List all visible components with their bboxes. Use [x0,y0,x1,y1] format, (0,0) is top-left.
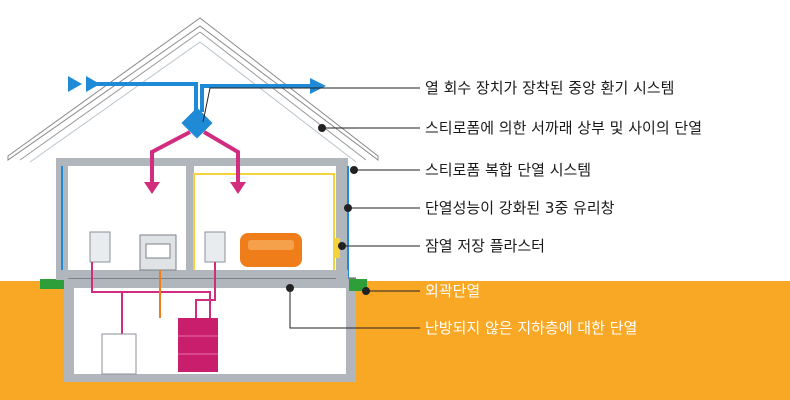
heating-pipe-1 [91,262,211,318]
exhaust-arrow-head [310,78,326,94]
right-wall [336,158,348,280]
duct-right-head [230,182,246,194]
inlet-arrow-head [68,76,82,92]
perimeter-insulation-left [40,279,64,289]
sofa-cushion [248,240,294,250]
label-central-ventilation: 열 회수 장치가 장착된 중앙 환기 시스템 [425,79,675,97]
roof-insulation-left [29,41,201,163]
stove-window [145,243,171,259]
heating-pipe-2 [195,262,216,318]
exhaust-air-duct [200,84,310,112]
water-tank [101,333,137,375]
partition-wall [186,166,194,278]
leader-dot-4 [344,204,352,212]
leader-dot-2 [318,124,326,132]
radiator-middle [204,231,226,263]
plaster-marker [334,238,340,258]
leader-dot-7 [286,284,294,292]
ventilation-duct-left [150,130,191,186]
radiator-left [89,231,111,263]
boiler [178,318,218,372]
roof-inner-right [199,31,367,161]
attic-floor [56,158,348,166]
supply-air-duct [86,82,198,112]
duct-left-head [144,182,160,194]
label-rafter-insulation: 스티로폼에 의한 서까래 상부 및 사이의 단열 [425,119,703,137]
label-latent-heat-plaster: 잠열 저장 플라스터 [425,237,545,255]
leader-line-7 [289,288,420,329]
leader-dot-6 [362,287,370,295]
label-perimeter-insulation: 외곽단열 [425,282,481,300]
leader-dot-5 [338,242,346,250]
ground-floor-slab [56,270,348,278]
roof-inner-left [19,31,201,161]
ventilation-duct-right [202,130,240,186]
perimeter-insulation-right [349,279,367,291]
label-basement-insulation: 난방되지 않은 지하층에 대한 단열 [425,319,638,337]
label-triple-glazing: 단열성능이 강화된 3중 유리창 [425,199,615,217]
roof-outer [7,17,379,162]
supply-arrow-head [86,76,100,92]
roof-insulation-right [199,41,357,163]
label-composite-insulation: 스티로폼 복합 단열 시스템 [425,161,592,179]
leader-dot-3 [350,166,358,174]
leader-line-1 [202,87,420,123]
